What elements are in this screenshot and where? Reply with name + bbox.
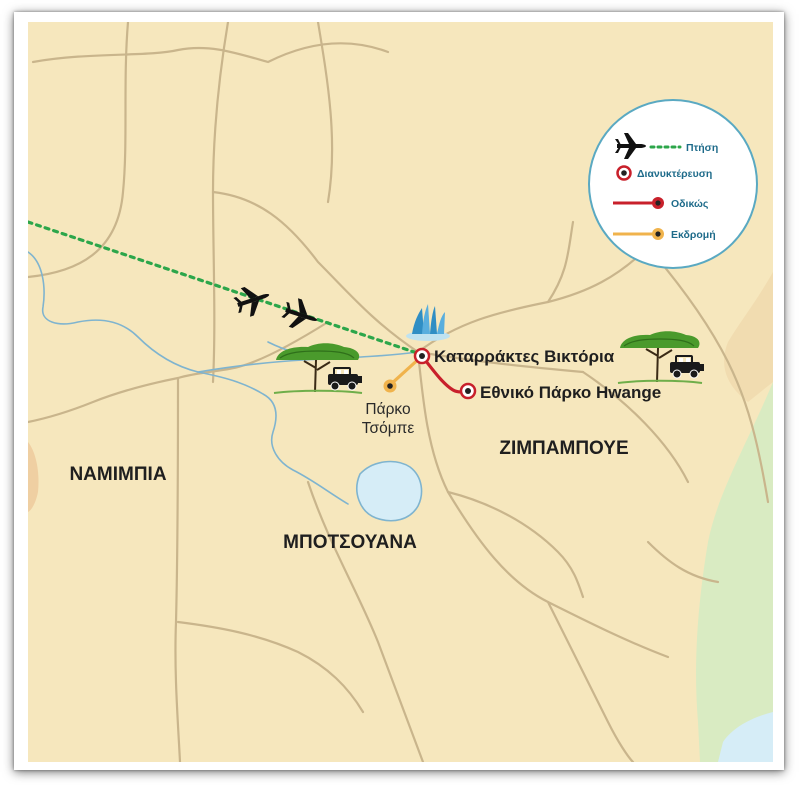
label-chobe-line2: Τσόμπε	[362, 420, 415, 437]
pale-region	[724, 272, 773, 402]
label-zimbabwe: ΖΙΜΠΑΜΠΟΥΕ	[499, 438, 628, 459]
lake	[356, 460, 423, 522]
label-chobe-line1: Πάρκο	[365, 401, 410, 418]
label-botswana: ΜΠΟΤΣΟΥΑΝΑ	[283, 532, 417, 553]
excursion-marker-chobe	[383, 379, 397, 393]
safari-jeep-icon	[670, 355, 704, 379]
overnight-marker-hwange	[459, 382, 477, 400]
acacia-tree-icon	[617, 331, 703, 384]
label-victoria-falls: Καταρράκτες Βικτόρια	[434, 347, 615, 366]
legend: Πτήση Διανυκτέρευση Οδικώς Εκδρομή	[588, 99, 758, 269]
legend-overnight-marker	[616, 165, 632, 181]
legend-excursion-label: Εκδρομή	[671, 229, 716, 241]
legend-flight-label: Πτήση	[686, 142, 718, 154]
green-region	[696, 382, 773, 762]
ocean-corner	[718, 712, 773, 762]
airplane-icon	[233, 286, 270, 317]
waterfall-icon	[406, 304, 450, 341]
overnight-marker-victoria-falls	[413, 347, 431, 365]
label-namibia: ΝΑΜΙΜΠΙΑ	[69, 464, 166, 485]
desert-patch	[28, 442, 39, 512]
route-map: Καταρράκτες Βικτόρια Εθνικό Πάρκο Hwange…	[28, 22, 773, 762]
airplane-icon	[615, 133, 646, 159]
legend-road-label: Οδικώς	[671, 198, 709, 210]
label-hwange: Εθνικό Πάρκο Hwange	[480, 383, 661, 402]
acacia-tree-icon	[273, 343, 363, 394]
borders	[28, 22, 770, 762]
legend-overnight-label: Διανυκτέρευση	[637, 168, 712, 180]
flight-route	[28, 220, 422, 356]
safari-jeep-icon	[328, 367, 362, 391]
airplane-icon	[281, 298, 318, 329]
